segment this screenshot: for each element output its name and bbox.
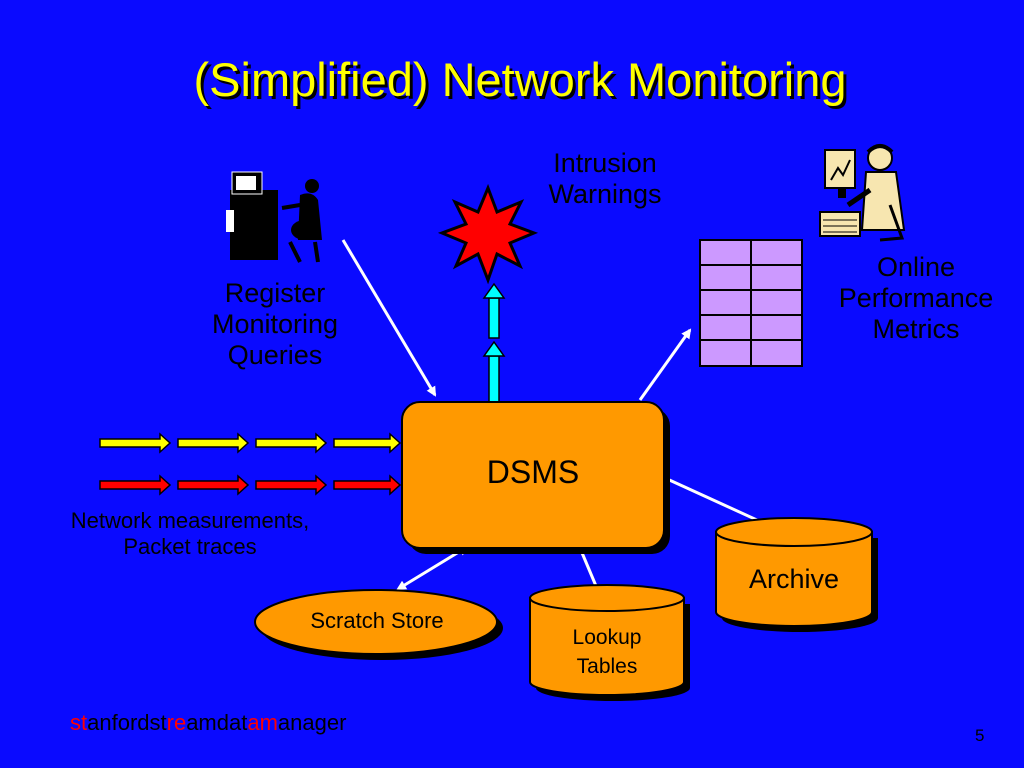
intrusion-line1: Intrusion	[553, 148, 657, 178]
dsms-node	[401, 401, 670, 554]
dsms-label: DSMS	[486, 454, 580, 490]
performance-metrics-grid	[699, 239, 803, 367]
dsms-to-metrics-arrow	[638, 328, 692, 401]
footer-part1: st	[70, 710, 88, 735]
online-line2: Performance	[838, 283, 994, 314]
footer-part3: re	[166, 710, 187, 735]
online-line3: Metrics	[872, 314, 960, 345]
register-line2: Monitoring	[211, 309, 339, 340]
scratch-store-label: Scratch Store	[310, 608, 444, 633]
online-line1: Online	[876, 252, 956, 282]
stream-arrow-red-row	[99, 474, 402, 496]
lookup-line2: Tables	[576, 655, 638, 679]
stream-arrow-yellow-row	[99, 432, 402, 454]
archive-node	[715, 517, 878, 632]
lookup-tables-label: Lookup Tables	[530, 623, 684, 682]
intrusion-warning-arrows	[482, 282, 506, 403]
register-queries-label: Register Monitoring Queries	[185, 278, 365, 371]
explosion-star-icon	[437, 183, 539, 285]
footer-part5: am	[247, 710, 278, 735]
intrusion-warnings-label: Intrusion Warnings	[520, 148, 690, 210]
network-measurements-label: Network measurements, Packet traces	[20, 508, 360, 561]
register-line1: Register	[224, 278, 326, 308]
footer-part4: amdat	[186, 710, 248, 735]
user-at-computer-icon	[226, 171, 322, 263]
page-number: 5	[975, 726, 985, 745]
footer-part2: anfordst	[87, 710, 167, 735]
online-metrics-label: Online Performance Metrics	[812, 252, 1020, 345]
intrusion-line2: Warnings	[548, 179, 662, 210]
footer-brand: stanfordstreamdatamanager	[70, 710, 346, 736]
scratch-store-node	[254, 589, 503, 660]
stream-arrows	[99, 432, 402, 496]
network-line2: Packet traces	[123, 534, 257, 560]
slide-title: (Simplified) Network Monitoring	[193, 53, 847, 106]
register-line3: Queries	[227, 340, 323, 371]
lookup-tables-node	[529, 584, 690, 701]
lookup-line1: Lookup	[572, 626, 642, 649]
network-line1: Network measurements,	[70, 508, 310, 533]
queries-to-dsms-arrow	[341, 239, 437, 397]
analyst-at-monitor-icon	[819, 144, 906, 242]
footer-part6: anager	[277, 710, 347, 735]
archive-label: Archive	[748, 564, 840, 594]
